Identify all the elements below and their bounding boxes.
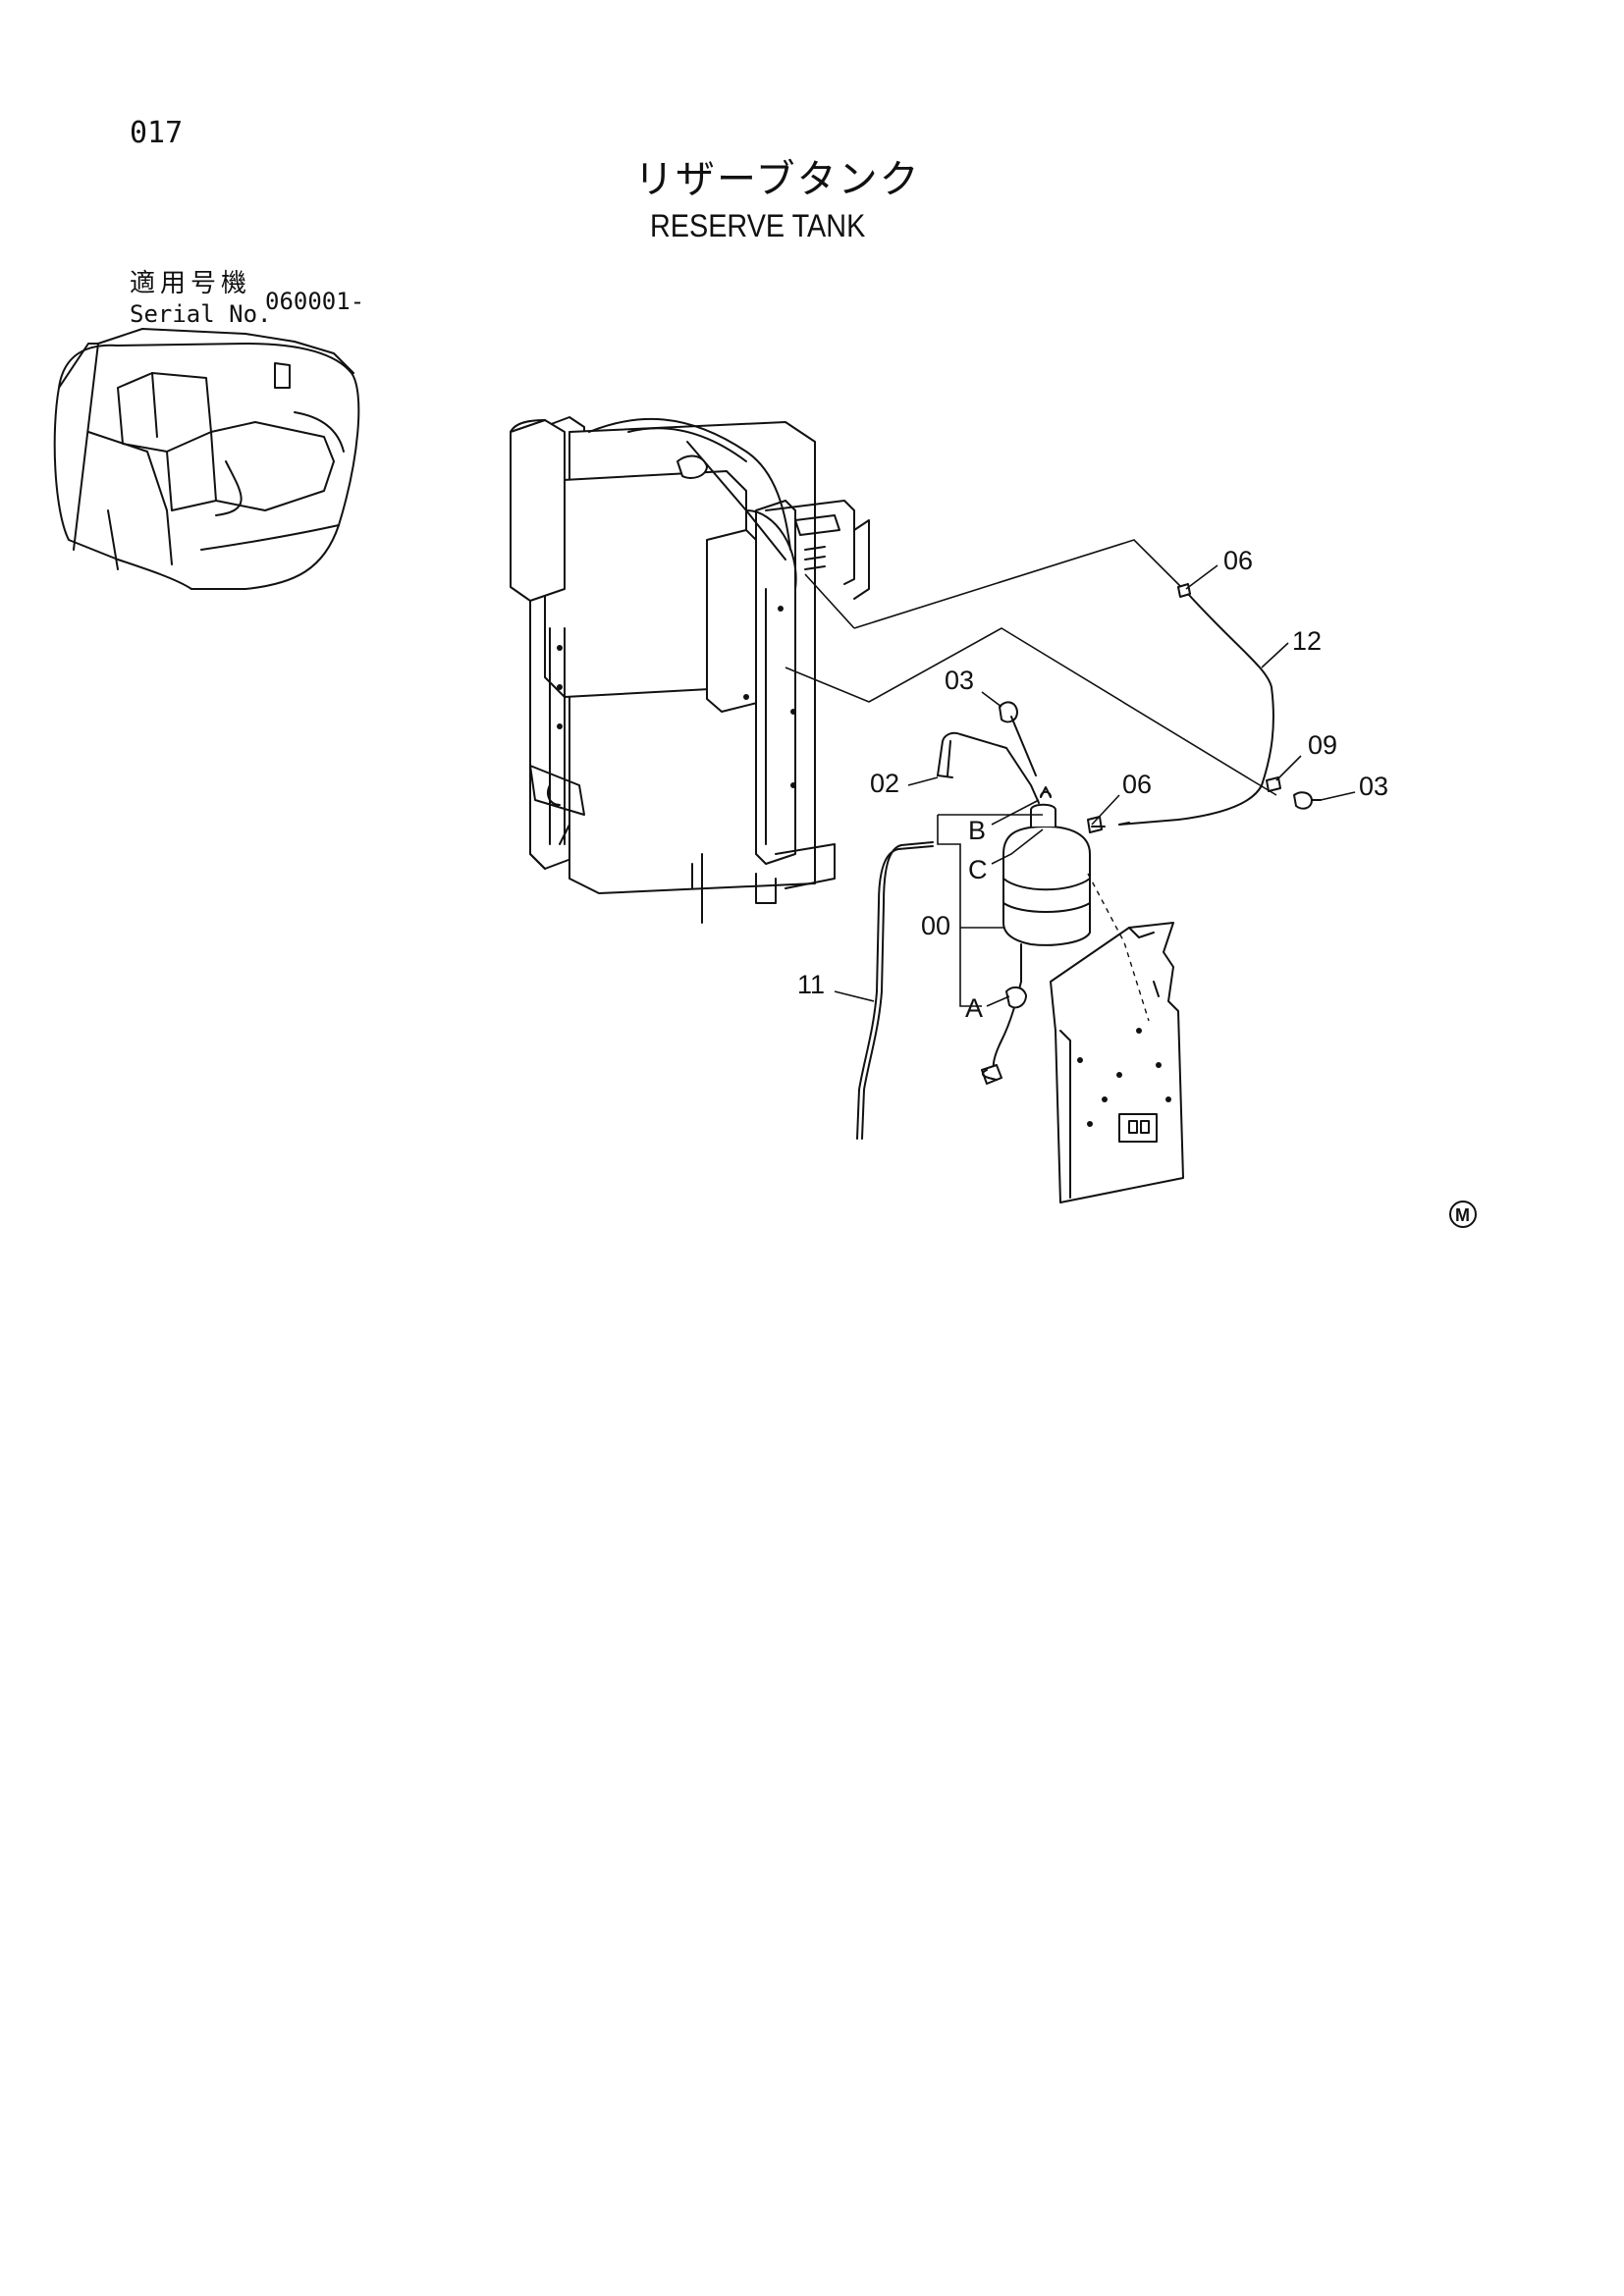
title-english: RESERVE TANK (650, 208, 866, 243)
clamps (1087, 583, 1322, 833)
callout-00-bracket: 00 (921, 814, 1043, 1007)
svg-text:06: 06 (1223, 546, 1253, 575)
callout-03-right: 03 (1320, 772, 1388, 801)
svg-text:B: B (968, 816, 986, 845)
callout-B: B (968, 799, 1040, 845)
svg-text:A: A (965, 993, 983, 1023)
svg-text:03: 03 (1359, 772, 1388, 801)
callout-06-top: 06 (1185, 546, 1253, 590)
serial-label-japanese: 適用号機 (130, 269, 252, 298)
reserve-tank (981, 786, 1091, 1085)
callout-06-mid: 06 (1091, 770, 1152, 826)
bracket-02 (937, 731, 1040, 804)
svg-text:00: 00 (921, 911, 950, 940)
callout-C: C (968, 828, 1044, 884)
serial-label-english: Serial No. (130, 300, 272, 328)
callout-03-mid: 03 (945, 666, 1002, 708)
svg-text:11: 11 (797, 970, 825, 999)
callout-11: 11 (797, 970, 875, 1002)
bolt-03 (999, 701, 1037, 776)
title-japanese: リザーブタンク (634, 157, 921, 202)
callout-12: 12 (1261, 626, 1322, 668)
svg-text:12: 12 (1292, 626, 1322, 656)
svg-text:C: C (968, 855, 988, 884)
hose-routing-lines (785, 539, 1277, 826)
svg-text:09: 09 (1308, 730, 1337, 760)
svg-text:02: 02 (870, 769, 899, 798)
svg-text:M: M (1455, 1205, 1470, 1225)
callout-A: A (965, 993, 1010, 1023)
callout-09: 09 (1275, 730, 1337, 781)
callout-02: 02 (870, 769, 939, 798)
hose-06-middle (1091, 822, 1130, 828)
svg-text:06: 06 (1122, 770, 1152, 799)
radiator-assembly (510, 416, 870, 924)
page-number: 017 (130, 116, 184, 150)
mounting-panel (1050, 873, 1184, 1203)
hose-11 (856, 841, 934, 1140)
svg-text:03: 03 (945, 666, 974, 695)
excavator-locator-icon (53, 328, 360, 590)
serial-value: 060001- (265, 288, 365, 315)
circled-m-mark: M (1449, 1201, 1477, 1228)
